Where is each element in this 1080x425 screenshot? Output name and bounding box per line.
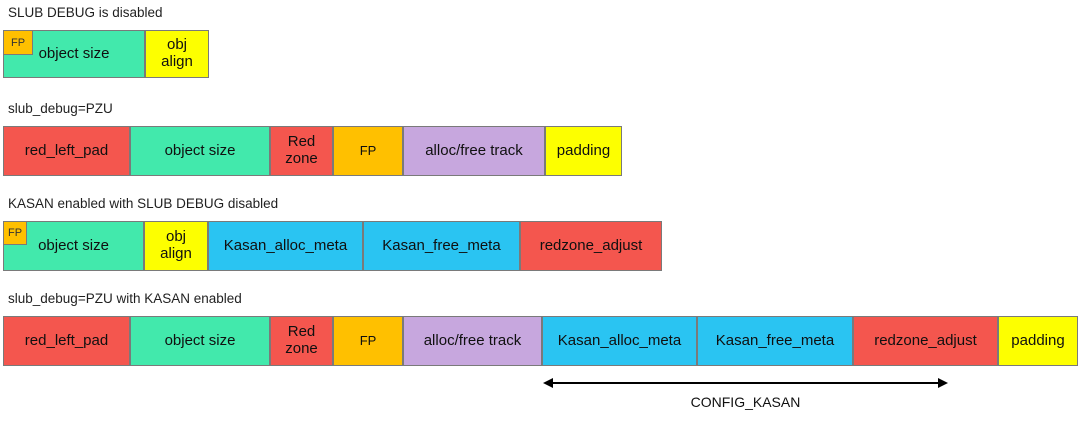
- block-label: alloc/free track: [423, 331, 522, 349]
- row-title-kasan-enabled-with-slub-debug-disabled: KASAN enabled with SLUB DEBUG disabled: [8, 196, 279, 211]
- block-red-left-pad: red_left_pad: [3, 126, 130, 176]
- block-fp-pointer: FP: [3, 221, 27, 245]
- block-label: object size: [38, 236, 109, 254]
- block-label: padding: [556, 141, 611, 159]
- block-redzone-adjust: redzone_adjust: [853, 316, 998, 366]
- block-label: obj align: [161, 36, 193, 70]
- block-label: redzone_adjust: [874, 331, 977, 349]
- block-label: alloc/free track: [425, 141, 523, 159]
- block-kasan-free-meta: Kasan_free_meta: [363, 221, 520, 271]
- block-label: redzone_adjust: [539, 236, 643, 254]
- block-label: Kasan_free_meta: [382, 236, 501, 254]
- block-label: obj align: [160, 228, 192, 262]
- block-label: Red zone: [285, 323, 318, 357]
- block-object-size: object size: [130, 316, 270, 366]
- block-label: object size: [164, 141, 236, 159]
- block-padding: padding: [545, 126, 622, 176]
- block-obj-align: obj align: [145, 30, 209, 78]
- block-fp-pointer: FP: [3, 30, 33, 55]
- block-fp: FP: [333, 316, 403, 366]
- block-red-left-pad: red_left_pad: [3, 316, 130, 366]
- block-red-zone: Red zone: [270, 126, 333, 176]
- block-kasan-alloc-meta: Kasan_alloc_meta: [208, 221, 363, 271]
- block-label: FP: [359, 332, 377, 348]
- arrowhead-right-icon: [938, 378, 948, 388]
- block-object-size: object size: [130, 126, 270, 176]
- block-label: red_left_pad: [24, 331, 109, 349]
- row-title-slub-debug-is-disabled: SLUB DEBUG is disabled: [8, 5, 163, 20]
- block-padding: padding: [998, 316, 1078, 366]
- block-label: Kasan_alloc_meta: [557, 331, 682, 349]
- block-label: FP: [7, 227, 23, 239]
- block-alloc-free-track: alloc/free track: [403, 126, 545, 176]
- double-arrow-line: [551, 382, 940, 384]
- block-red-zone: Red zone: [270, 316, 333, 366]
- block-label: object size: [38, 44, 110, 62]
- config-kasan-label: CONFIG_KASAN: [690, 394, 801, 410]
- block-label: FP: [10, 36, 26, 49]
- block-label: object size: [164, 331, 236, 349]
- block-obj-align: obj align: [144, 221, 208, 271]
- block-kasan-alloc-meta: Kasan_alloc_meta: [542, 316, 697, 366]
- block-label: Red zone: [285, 133, 318, 167]
- block-alloc-free-track: alloc/free track: [403, 316, 542, 366]
- block-label: Kasan_free_meta: [715, 331, 835, 349]
- arrowhead-left-icon: [543, 378, 553, 388]
- block-redzone-adjust: redzone_adjust: [520, 221, 662, 271]
- row-title-slub-debug-pzu: slub_debug=PZU: [8, 101, 113, 116]
- block-label: red_left_pad: [24, 141, 109, 159]
- block-label: FP: [359, 142, 377, 158]
- block-label: padding: [1011, 331, 1065, 349]
- block-label: Kasan_alloc_meta: [223, 236, 348, 254]
- block-kasan-free-meta: Kasan_free_meta: [697, 316, 853, 366]
- row-title-slub-debug-pzu-with-kasan-enabled: slub_debug=PZU with KASAN enabled: [8, 291, 242, 306]
- block-fp: FP: [333, 126, 403, 176]
